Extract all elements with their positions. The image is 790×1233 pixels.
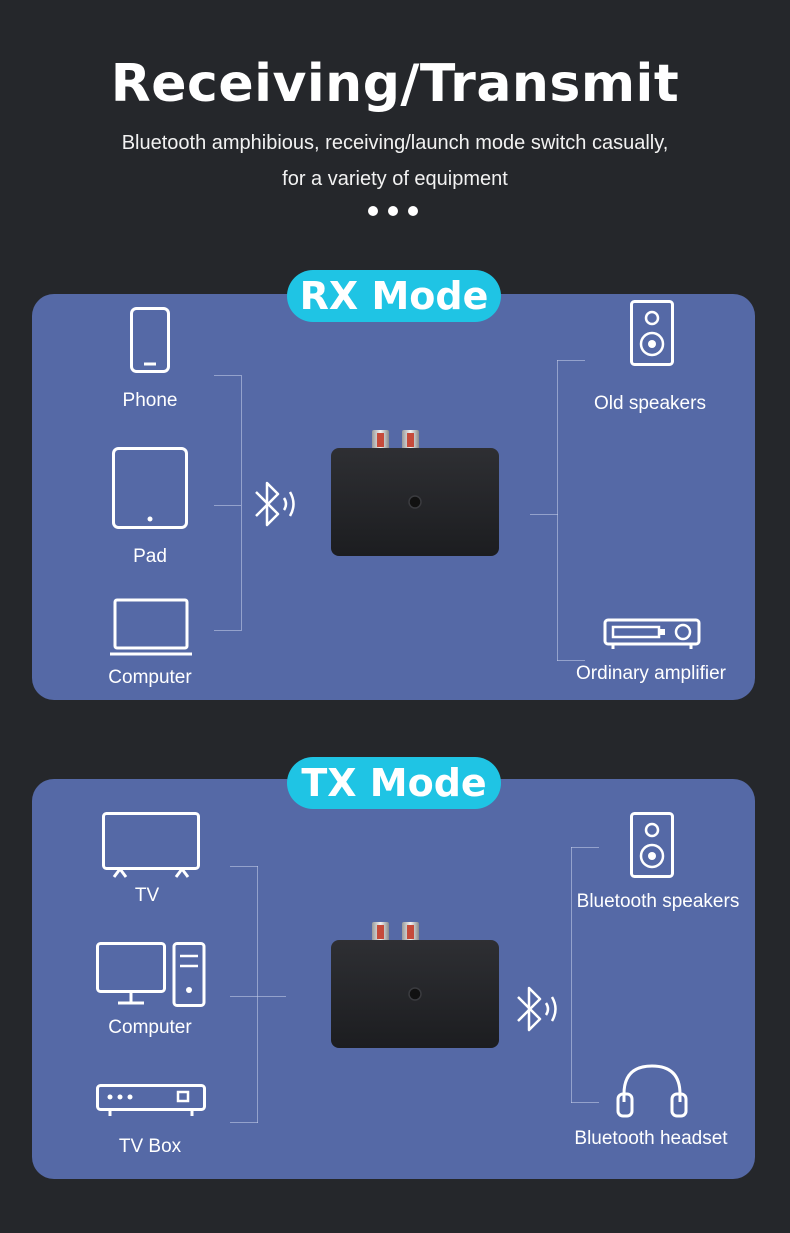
connector-line xyxy=(571,847,599,848)
connector-line xyxy=(557,660,585,661)
connector-line xyxy=(241,375,242,631)
laptop-icon xyxy=(110,598,192,656)
bluetooth-icon xyxy=(255,481,295,527)
page-title: Receiving/Transmit xyxy=(110,54,680,114)
phone-icon xyxy=(130,307,170,373)
bluetooth-adapter-device xyxy=(331,922,499,1048)
dot xyxy=(408,206,418,216)
connector-line xyxy=(214,505,241,506)
pagination-dots xyxy=(368,206,428,218)
dot xyxy=(388,206,398,216)
tx-output-label-bluetooth-speakers: Bluetooth speakers xyxy=(576,891,740,912)
rx-mode-badge: RX Mode xyxy=(287,270,501,322)
connector-line xyxy=(214,630,241,631)
rx-source-label-phone: Phone xyxy=(122,390,178,411)
tx-source-label-tv-box: TV Box xyxy=(118,1136,182,1157)
tv-icon xyxy=(102,812,200,878)
tx-mode-badge: TX Mode xyxy=(287,757,501,809)
tablet-icon xyxy=(112,447,188,529)
bluetooth-adapter-device xyxy=(331,430,499,556)
amplifier-icon xyxy=(603,618,701,649)
speaker-icon xyxy=(630,812,674,878)
rx-output-label-old-speakers: Old speakers xyxy=(594,393,706,414)
connector-line xyxy=(530,514,558,515)
subtitle-line-1: Bluetooth amphibious, receiving/launch m… xyxy=(121,132,669,154)
connector-line xyxy=(214,375,241,376)
connector-line xyxy=(257,866,258,1123)
tx-source-label-tv: TV xyxy=(134,885,160,906)
desktop-computer-icon xyxy=(96,942,206,1007)
dot xyxy=(368,206,378,216)
speaker-icon xyxy=(630,300,674,366)
tx-source-label-computer: Computer xyxy=(108,1017,192,1038)
connector-line xyxy=(571,1102,599,1103)
rx-source-label-pad: Pad xyxy=(133,546,167,567)
tv-box-icon xyxy=(96,1084,206,1116)
connector-line xyxy=(230,1122,258,1123)
connector-line xyxy=(230,866,258,867)
connector-line xyxy=(557,360,558,661)
bluetooth-icon xyxy=(517,986,557,1032)
connector-line xyxy=(557,360,585,361)
tx-output-label-bluetooth-headset: Bluetooth headset xyxy=(574,1128,728,1149)
headphones-icon xyxy=(616,1064,688,1118)
rx-output-label-ordinary-amplifier: Ordinary amplifier xyxy=(576,663,726,684)
connector-line xyxy=(571,847,572,1103)
connector-line xyxy=(230,996,286,997)
rx-source-label-computer: Computer xyxy=(108,667,192,688)
subtitle-line-2: for a variety of equipment xyxy=(282,168,508,190)
